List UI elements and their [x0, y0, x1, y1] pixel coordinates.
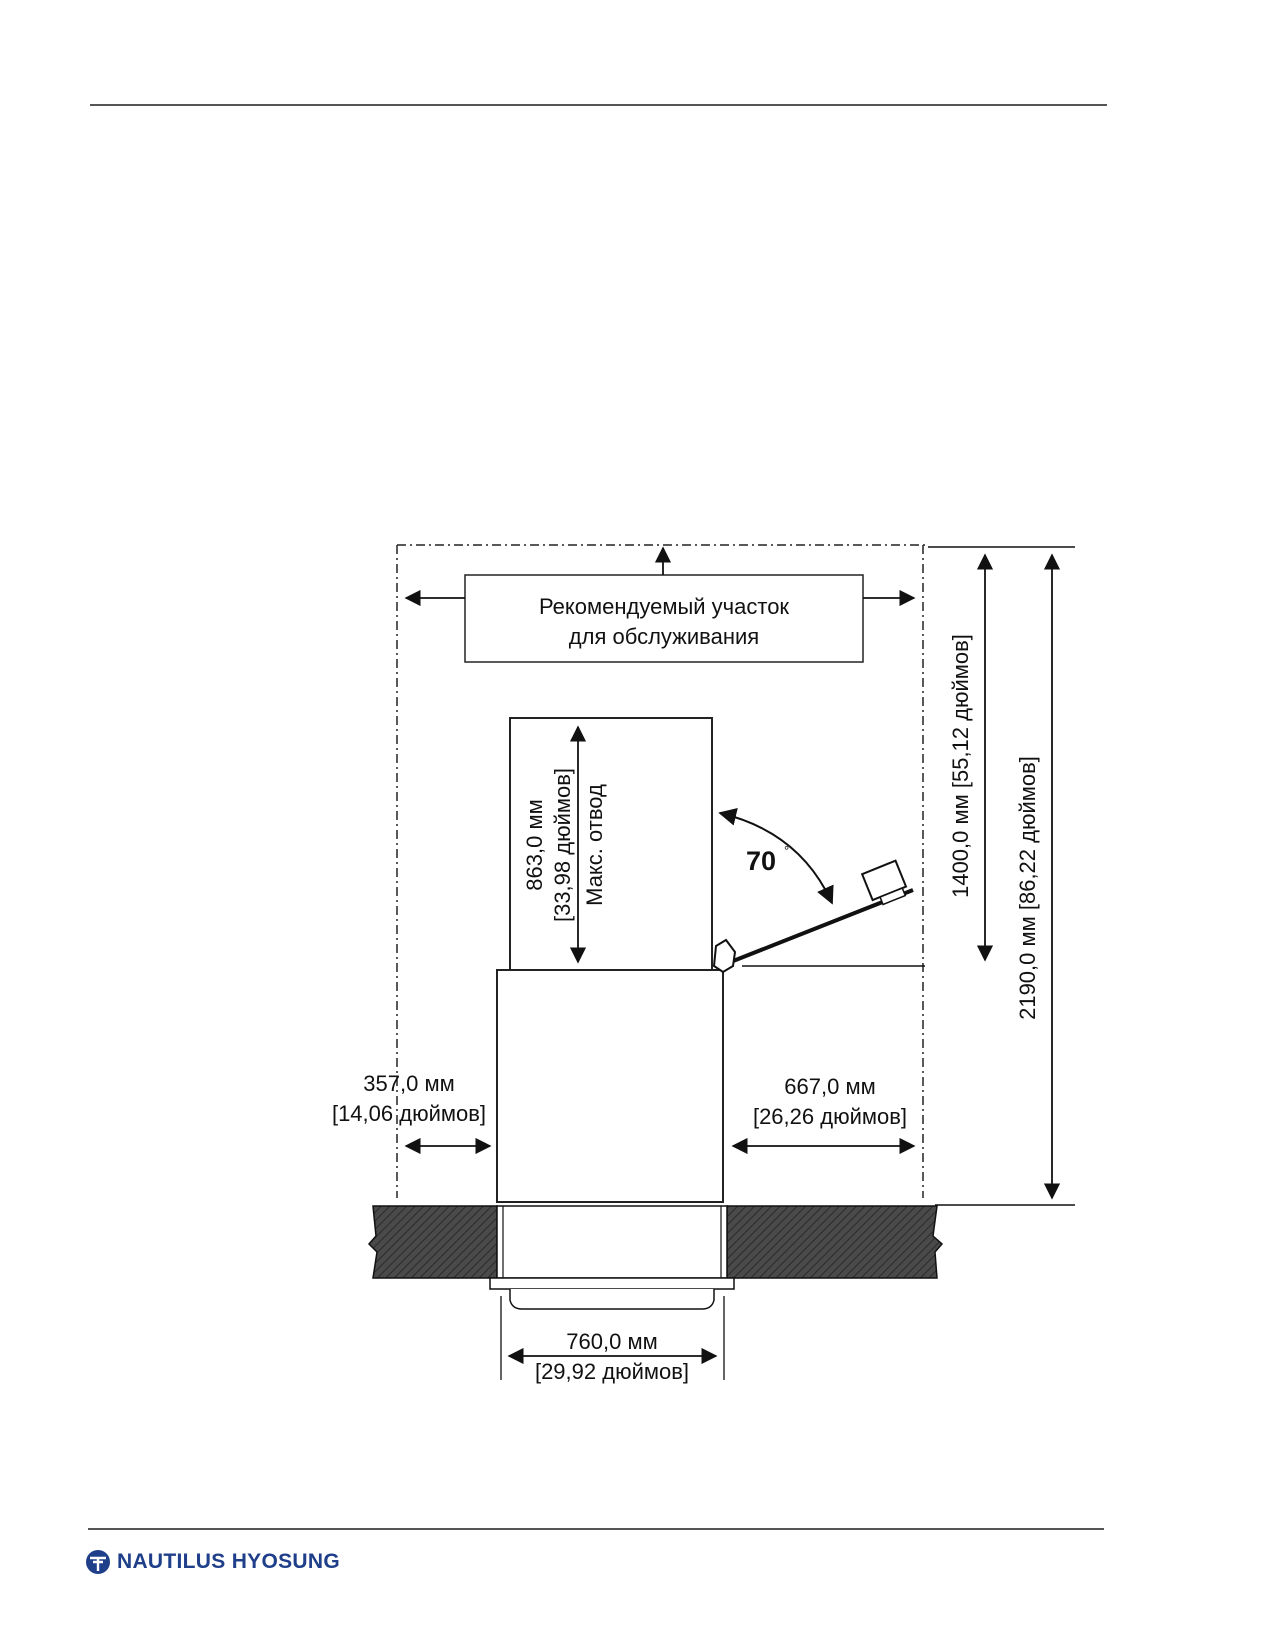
header-rule [90, 104, 1107, 106]
depth-line1: 863,0 мм [522, 799, 547, 890]
width-dimension: 760,0 мм [29,92 дюймов] [500, 1296, 725, 1384]
brand-logo: NAUTILUS HYOSUNG [85, 1548, 340, 1576]
depth-dimension-label: 863,0 мм [33,98 дюймов] Макс. отвод [522, 768, 607, 922]
brand-name: NAUTILUS HYOSUNG [117, 1550, 340, 1573]
left-clearance: 357,0 мм [14,06 дюймов] [332, 1071, 492, 1155]
atm-body [496, 969, 724, 1203]
height-total-label: 2190,0 мм [86,22 дюймов] [1015, 756, 1040, 1020]
footer-rule [88, 1528, 1104, 1530]
width-line2: [29,92 дюймов] [535, 1359, 689, 1384]
service-area-label-line1: Рекомендуемый участок [539, 594, 789, 619]
right-clearance-line2: [26,26 дюймов] [753, 1104, 907, 1129]
degree-sign: ° [784, 843, 789, 858]
width-line1: 760,0 мм [566, 1329, 657, 1354]
left-clearance-line1: 357,0 мм [363, 1071, 454, 1096]
left-clearance-line2: [14,06 дюймов] [332, 1101, 486, 1126]
service-area-label-line2: для обслуживания [569, 624, 759, 649]
depth-line2: [33,98 дюймов] [550, 768, 575, 922]
wall [367, 1205, 944, 1310]
right-clearance: 667,0 мм [26,26 дюймов] [731, 1074, 916, 1155]
height-dimension-lines [928, 546, 1075, 1206]
service-area-boundary [396, 544, 925, 1198]
service-area-arrows [404, 546, 916, 607]
service-area-label-box: Рекомендуемый участок для обслуживания [464, 574, 864, 663]
height-upper-label: 1400,0 мм [55,12 дюймов] [948, 634, 973, 898]
door-swing: 70 ° [712, 807, 925, 974]
depth-line3: Макс. отвод [582, 784, 607, 906]
door-angle-value: 70 [746, 846, 776, 876]
hyosung-logo-icon [86, 1550, 110, 1574]
right-clearance-line1: 667,0 мм [784, 1074, 875, 1099]
